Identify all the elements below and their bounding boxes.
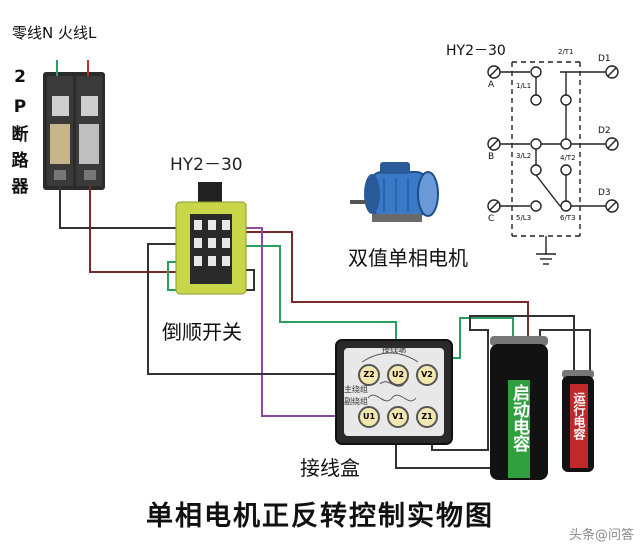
schematic-contact-5: 5/L3 xyxy=(516,214,532,222)
wire-switch-u2 xyxy=(240,245,397,368)
breaker-side-label-3: 断 xyxy=(11,125,29,145)
wire-z1-cap xyxy=(431,315,575,451)
schematic-contact-2: 2/T1 xyxy=(558,48,574,56)
switch-name-label: 倒顺开关 xyxy=(162,320,242,344)
schematic-terminal-d3: D3 xyxy=(598,188,611,198)
terminal-z2: Z2 xyxy=(358,364,380,386)
motor-illustration xyxy=(350,162,439,222)
schematic-contact-3: 3/L2 xyxy=(516,152,532,160)
breaker-side-label-2: P xyxy=(13,97,27,117)
wire-start-cap-2 xyxy=(539,329,591,376)
terminal-v2: V2 xyxy=(416,364,438,386)
page-title: 单相电机正反转控制实物图 xyxy=(146,501,494,532)
schematic-terminal-c: C xyxy=(488,214,495,224)
junction-box-label: 接线盒 xyxy=(300,456,360,480)
wire-switch-u1 xyxy=(238,227,366,417)
schematic-contact-1: 1/L1 xyxy=(516,82,532,90)
motor-name-label: 双值单相电机 xyxy=(348,246,468,270)
schematic-terminal-a: A xyxy=(488,80,495,90)
watermark: 头条@问答 xyxy=(568,528,634,543)
start-capacitor-label: 启动电容 xyxy=(509,384,529,452)
terminal-u2: U2 xyxy=(387,364,409,386)
terminal-u1: U1 xyxy=(358,406,380,428)
schematic-terminal-d1: D1 xyxy=(598,54,611,64)
breaker-side-label-4: 路 xyxy=(11,151,29,171)
reversing-switch-body xyxy=(175,182,247,295)
schematic-model-label: HY2－30 xyxy=(446,43,506,59)
breaker-side-label-5: 器 xyxy=(11,177,29,197)
breaker-side-label-1: 2 xyxy=(14,67,26,87)
schematic-terminal-d2: D2 xyxy=(598,126,611,136)
wire-switch-z2 xyxy=(147,243,362,375)
terminal-z1: Z1 xyxy=(416,406,438,428)
switch-schematic xyxy=(487,61,619,265)
schematic-contact-6: 6/T3 xyxy=(560,214,576,222)
schematic-terminal-b: B xyxy=(488,152,495,162)
circuit-breaker xyxy=(43,60,105,190)
schematic-contact-4: 4/T2 xyxy=(560,154,576,162)
junction-box-main-winding: 主绕组 xyxy=(344,385,368,394)
wire-switch-low xyxy=(240,269,255,291)
terminal-v1: V1 xyxy=(387,406,409,428)
wire-switch-cap xyxy=(240,231,529,340)
breaker-top-label: 零线N 火线L xyxy=(12,24,97,42)
run-capacitor xyxy=(562,370,594,472)
switch-model-label: HY2－30 xyxy=(170,155,243,175)
wire-neutral xyxy=(59,186,190,229)
junction-box-header: 接线端 xyxy=(382,345,406,354)
wire-live xyxy=(89,186,190,273)
run-capacitor-label: 运行电容 xyxy=(572,392,586,440)
junction-box-aux-winding: 副绕组 xyxy=(344,397,368,406)
start-capacitor xyxy=(490,336,548,480)
